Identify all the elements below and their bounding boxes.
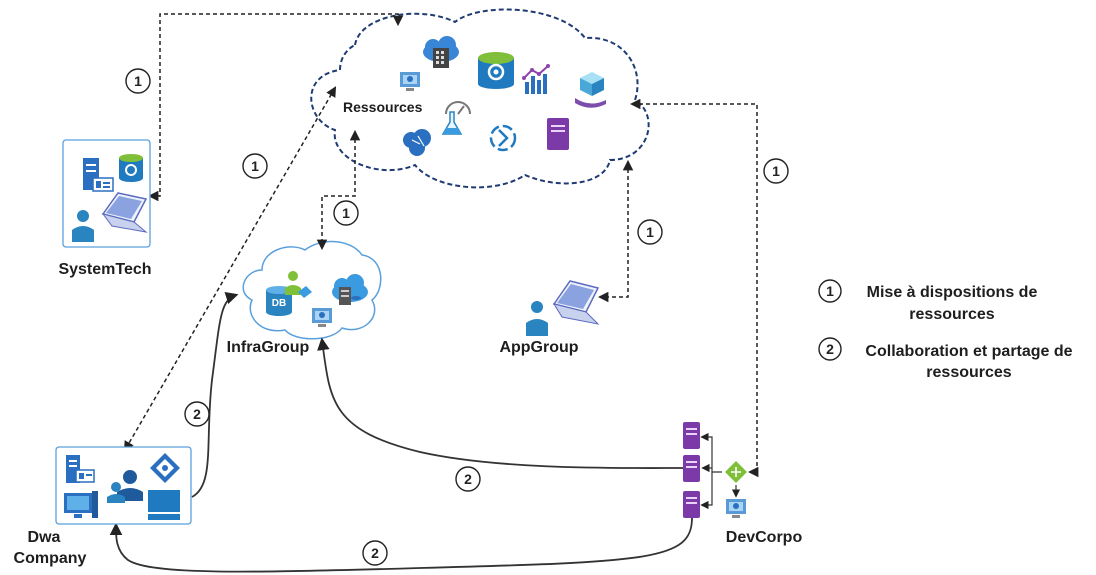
infragroup-to-devcorpo-connector bbox=[317, 337, 684, 469]
badge-1-dwa-link: 1 bbox=[242, 153, 268, 179]
svg-text:ressources: ressources bbox=[909, 306, 994, 323]
devcorpo-server-icon-2 bbox=[683, 455, 700, 482]
resources-to-infragroup-connector bbox=[316, 129, 361, 251]
svg-text:1: 1 bbox=[342, 205, 350, 221]
svg-text:1: 1 bbox=[646, 224, 654, 240]
monitor-gauge-icon bbox=[441, 101, 471, 135]
svg-text:2: 2 bbox=[826, 341, 834, 357]
dwa-server-icon bbox=[66, 455, 95, 483]
server-icon bbox=[83, 158, 114, 192]
svg-text:2: 2 bbox=[193, 406, 201, 422]
svg-text:1: 1 bbox=[772, 163, 780, 179]
user-group-icon bbox=[285, 271, 312, 298]
badge-2-dwa-infragroup: 2 bbox=[184, 401, 210, 427]
badge-2-infragroup-devcorpo: 2 bbox=[455, 466, 481, 492]
virtual-machine-icon bbox=[400, 72, 420, 91]
devcorpo-label: DevCorpo bbox=[726, 529, 803, 546]
cube-service-icon bbox=[575, 72, 606, 108]
dwa-users-icon bbox=[107, 470, 143, 503]
active-directory-icon bbox=[150, 453, 180, 483]
systemtech-label: SystemTech bbox=[58, 261, 151, 278]
svg-text:ressources: ressources bbox=[926, 364, 1011, 381]
svg-text:1: 1 bbox=[251, 158, 259, 174]
svg-text:1: 1 bbox=[826, 283, 834, 299]
user-icon bbox=[72, 210, 94, 242]
window-panel-icon bbox=[148, 490, 180, 520]
desktop-monitor-icon bbox=[64, 491, 98, 518]
resources-to-appgroup-connector bbox=[597, 159, 634, 303]
cloud-storage-icon bbox=[332, 274, 368, 305]
svg-text:2: 2 bbox=[371, 545, 379, 561]
legend-item-2: 2 Collaboration et partage de ressources bbox=[818, 337, 1073, 381]
appgroup-laptop-icon bbox=[552, 280, 600, 325]
infragroup-label: InfraGroup bbox=[227, 339, 310, 356]
svg-text:1: 1 bbox=[134, 73, 142, 89]
ai-brain-icon bbox=[403, 129, 431, 156]
dwa-company-label-line1: Dwa bbox=[28, 529, 61, 546]
resources-to-devcorpo-connector bbox=[629, 98, 759, 478]
legend-item-1: 1 Mise à dispositions de ressources bbox=[818, 279, 1038, 323]
svg-text:2: 2 bbox=[464, 471, 472, 487]
devcorpo-server-icon-1 bbox=[683, 422, 700, 449]
dwa-company-label-line2: Company bbox=[14, 550, 87, 567]
resources-label: Ressources bbox=[343, 99, 423, 115]
laptop-icon bbox=[101, 192, 148, 233]
badge-1-systemtech: 1 bbox=[125, 68, 151, 94]
appgroup-user-icon bbox=[526, 301, 548, 336]
badge-1-devcorpo-link: 1 bbox=[763, 158, 789, 184]
svg-text:Mise à dispositions de: Mise à dispositions de bbox=[867, 284, 1038, 301]
analytics-chart-icon bbox=[522, 64, 550, 94]
database-gear-icon bbox=[478, 52, 514, 89]
load-balancer-icon bbox=[725, 461, 747, 483]
svg-text:DB: DB bbox=[272, 298, 286, 309]
cloud-building-icon bbox=[423, 36, 459, 68]
svg-text:Collaboration et partage de: Collaboration et partage de bbox=[865, 343, 1072, 360]
devcorpo-branches bbox=[700, 432, 741, 510]
database-gear-icon-small bbox=[119, 154, 143, 182]
devcorpo-to-dwa-connector bbox=[109, 517, 693, 573]
purple-server-icon bbox=[547, 118, 569, 150]
devcorpo-vm-icon bbox=[726, 499, 746, 518]
dwa-to-infragroup-connector bbox=[191, 292, 239, 498]
appgroup-label: AppGroup bbox=[499, 339, 578, 356]
service-fabric-icon bbox=[489, 124, 517, 152]
badge-2-devcorpo-dwa: 2 bbox=[362, 540, 388, 566]
badge-1-infragroup-link: 1 bbox=[333, 200, 359, 226]
vm-icon-infra bbox=[312, 308, 332, 327]
devcorpo-server-icon-3 bbox=[683, 491, 700, 518]
systemtech-to-resources-connector bbox=[147, 13, 404, 202]
badge-1-appgroup-link: 1 bbox=[637, 219, 663, 245]
